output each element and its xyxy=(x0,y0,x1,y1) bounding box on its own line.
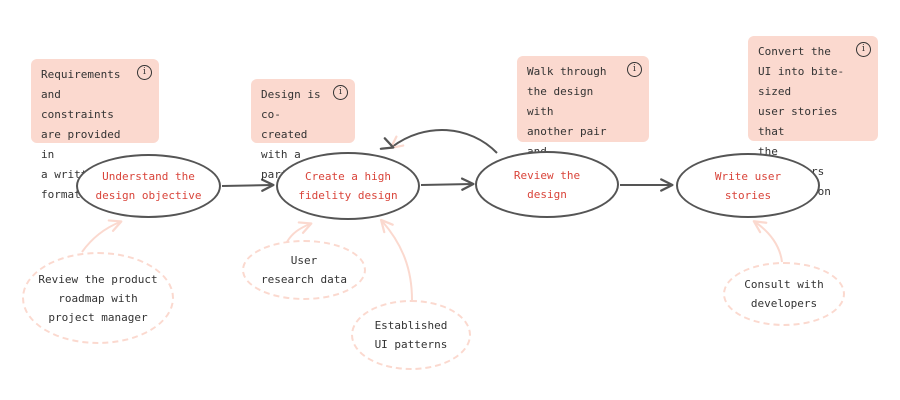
step-review-design[interactable]: Review the design xyxy=(475,151,619,218)
input-product-roadmap: Review the product roadmap with project … xyxy=(22,252,174,344)
step-create-design[interactable]: Create a high fidelity design xyxy=(276,152,420,220)
step-label: Review the design xyxy=(513,168,581,201)
note-walk-through: Walk through the design with another pai… xyxy=(517,56,649,198)
arrow-step2-to-step3 xyxy=(420,177,475,191)
info-icon[interactable]: i xyxy=(333,85,348,100)
step-label: Write user stories xyxy=(714,169,782,202)
input-user-research: User research data xyxy=(242,240,366,300)
input-ui-patterns: Established UI patterns xyxy=(351,300,471,370)
input-label: Review the product roadmap with project … xyxy=(38,272,158,324)
arrow-input1-to-step1 xyxy=(81,219,123,253)
info-icon[interactable]: i xyxy=(137,65,152,80)
info-icon[interactable]: i xyxy=(627,62,642,77)
info-icon[interactable]: i xyxy=(856,42,871,57)
arrow-input4-to-step4 xyxy=(752,220,783,263)
input-label: User research data xyxy=(260,254,348,286)
note-co-created: Design is co-created with a partner i xyxy=(251,79,355,181)
arrow-step1-to-step2 xyxy=(221,178,275,192)
input-consult-developers: Consult with developers xyxy=(723,262,845,326)
step-label: Create a high fidelity design xyxy=(298,170,398,202)
arrow-input3-to-step2 xyxy=(379,218,413,301)
note-requirements: Requirements and constraints are provide… xyxy=(31,59,159,201)
step-write-stories[interactable]: Write user stories xyxy=(676,153,820,218)
input-label: Consult with developers xyxy=(744,278,824,310)
step-label: Understand the design objective xyxy=(95,170,202,202)
arrow-review-loop xyxy=(389,129,498,154)
step-understand-objective[interactable]: Understand the design objective xyxy=(76,154,221,218)
note-text: Requirements and constraints are provide… xyxy=(41,68,121,201)
input-label: Established UI patterns xyxy=(374,319,448,351)
note-convert-ui: Convert the UI into bite-sized user stor… xyxy=(748,36,878,198)
